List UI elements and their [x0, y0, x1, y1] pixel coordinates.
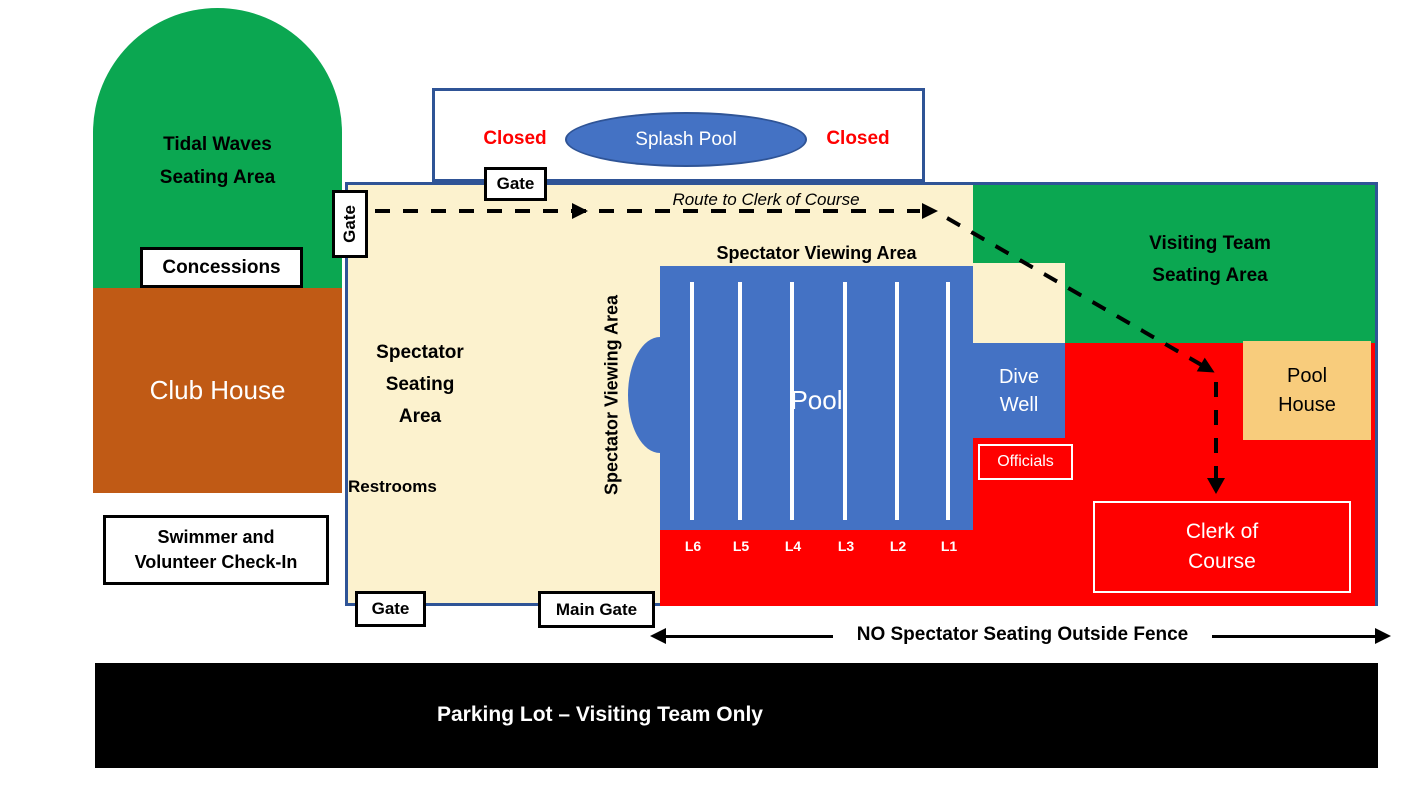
parking-lot-label: Parking Lot – Visiting Team Only — [437, 703, 763, 726]
swimmer-volunteer-checkin: Swimmer and Volunteer Check-In — [103, 515, 329, 585]
lane-label-l3: L3 — [837, 538, 855, 554]
no-seating-arrow-right-icon — [1375, 628, 1391, 644]
tidal-waves-label: Tidal Waves Seating Area — [93, 128, 342, 194]
clerk-of-course-area: Clerk of Course — [1093, 501, 1351, 593]
route-arrowhead-turn-icon — [922, 203, 938, 219]
tidal-waves-seating-area — [93, 8, 342, 288]
spectator-seating-line2: Seating — [385, 374, 455, 395]
clerk-label-line1: Clerk of — [1185, 520, 1259, 543]
dive-well: Dive Well — [973, 343, 1065, 438]
pool-label: Pool — [790, 385, 843, 415]
spectator-viewing-side-label: Spectator Viewing Area — [601, 294, 622, 496]
spectator-seating-line3: Area — [398, 406, 442, 427]
gate-left-label: Gate — [340, 205, 360, 243]
gate-top-label: Gate — [496, 174, 535, 193]
lane-line-5 — [738, 282, 742, 520]
lane-line-1 — [946, 282, 950, 520]
club-house-label: Club House — [149, 375, 286, 405]
pool-house: Pool House — [1243, 341, 1371, 440]
pool-house-label-line2: House — [1278, 393, 1336, 416]
no-seating-label: NO Spectator Seating Outside Fence — [856, 624, 1189, 645]
main-gate: Main Gate — [538, 591, 655, 628]
pool-house-label-line1: Pool — [1286, 364, 1328, 387]
clerk-label-line2: Course — [1188, 550, 1256, 573]
splash-pool-closed-left: Closed — [483, 128, 547, 149]
dive-well-label-line2: Well — [999, 393, 1039, 416]
lane-label-l6: L6 — [684, 538, 702, 554]
gate-bottom: Gate — [355, 591, 426, 627]
dive-well-label-line1: Dive — [998, 365, 1039, 388]
route-label: Route to Clerk of Course — [672, 190, 860, 209]
route-segment-vertical — [1214, 382, 1218, 478]
spectator-seating-line1: Spectator — [376, 342, 464, 363]
officials-area: Officials — [978, 444, 1073, 480]
officials-label: Officials — [997, 453, 1054, 470]
visiting-team-label-line2: Seating Area — [1152, 265, 1268, 286]
splash-pool-label: Splash Pool — [635, 128, 737, 150]
main-gate-label: Main Gate — [555, 599, 638, 619]
splash-pool: Splash Pool — [565, 112, 807, 167]
checkin-label-line1: Swimmer and — [157, 527, 275, 547]
gate-left: Gate — [332, 190, 368, 258]
route-segment-horizontal — [375, 209, 920, 213]
lane-label-l1: L1 — [940, 538, 958, 554]
pool — [660, 266, 973, 530]
lane-label-l5: L5 — [732, 538, 750, 554]
lane-line-3 — [843, 282, 847, 520]
checkin-label-line2: Volunteer Check-In — [134, 552, 298, 572]
no-seating-arrow-left-icon — [650, 628, 666, 644]
tidal-waves-label-line1: Tidal Waves — [163, 134, 272, 155]
lane-line-2 — [895, 282, 899, 520]
no-seating-arrow-left-shaft — [663, 635, 833, 638]
concessions-label: Concessions — [162, 256, 281, 278]
parking-lot: Parking Lot – Visiting Team Only — [95, 663, 1378, 768]
club-house: Club House — [93, 288, 342, 493]
visiting-team-label: Visiting Team Seating Area — [1065, 228, 1355, 292]
gate-top: Gate — [484, 167, 547, 201]
gate-bottom-label: Gate — [371, 599, 410, 618]
route-arrowhead-end-icon — [1207, 478, 1225, 494]
splash-pool-closed-right: Closed — [826, 128, 890, 149]
lane-label-l4: L4 — [784, 538, 802, 554]
no-seating-arrow-right-shaft — [1212, 635, 1377, 638]
concessions-stand: Concessions — [140, 247, 303, 288]
lane-line-6 — [690, 282, 694, 520]
lane-label-l2: L2 — [889, 538, 907, 554]
lane-line-4 — [790, 282, 794, 520]
visiting-team-label-line1: Visiting Team — [1149, 233, 1271, 254]
restrooms-label: Restrooms — [348, 477, 437, 496]
spectator-seating-label: Spectator Seating Area — [345, 337, 495, 433]
route-arrowhead-mid-icon — [572, 203, 588, 219]
tidal-waves-label-line2: Seating Area — [159, 167, 276, 188]
spectator-viewing-top-label: Spectator Viewing Area — [716, 243, 917, 263]
